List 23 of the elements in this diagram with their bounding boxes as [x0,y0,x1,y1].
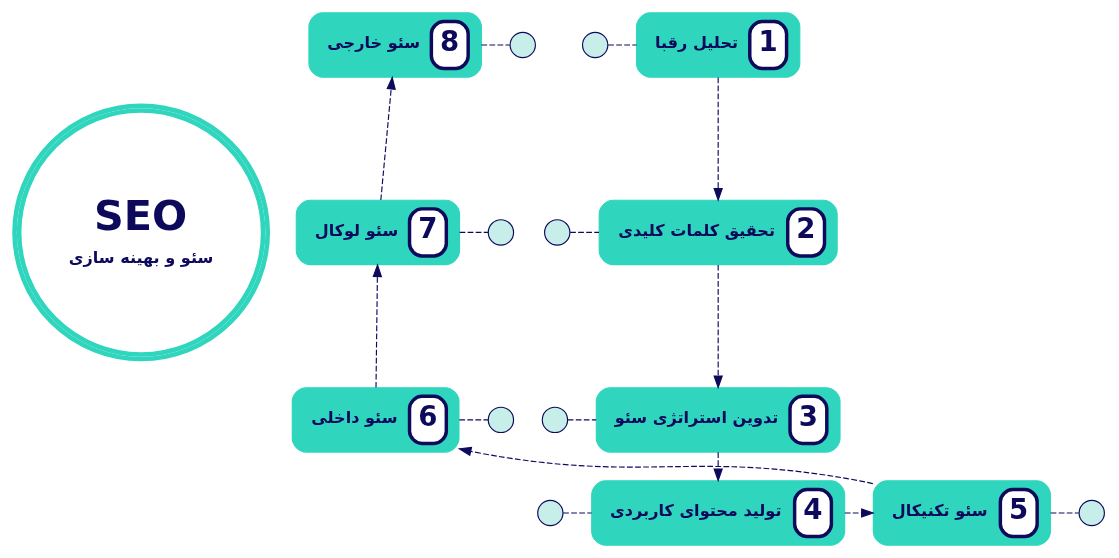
arrow [372,263,383,389]
connector [567,419,597,421]
arrow [713,264,723,390]
connector [480,44,511,46]
connector [458,419,489,421]
arrow [713,77,723,202]
arrow [457,446,874,485]
node-circle [544,219,571,246]
arrow [844,508,875,518]
node-circle [1078,499,1105,527]
arrow [713,451,723,483]
node-circle [509,31,536,59]
node-circle [581,31,609,59]
connector [607,44,638,46]
connector [569,231,600,233]
connector [459,231,489,233]
connector [562,512,593,514]
node-circle [487,219,515,246]
node-circle [541,406,569,434]
node-circle [487,406,515,434]
node-circle [537,499,564,527]
arrow [380,75,396,201]
connector [1050,512,1080,514]
